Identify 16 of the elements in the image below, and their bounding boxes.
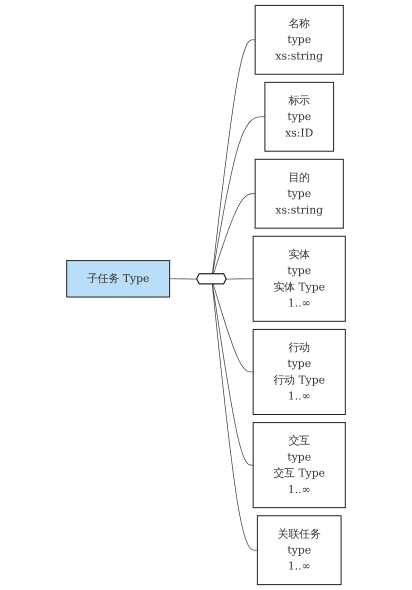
node-box: 目的 type xs:string [254, 158, 344, 229]
connector [212, 284, 254, 372]
node-box: 名称 type xs:string [254, 4, 344, 75]
node-box: 标示 type xs:ID [264, 82, 334, 152]
connector [213, 193, 256, 274]
node-box: 实体 type 实体 Type 1..∞ [252, 236, 346, 322]
node-box: 子任务 Type [66, 260, 170, 298]
connector [212, 284, 258, 550]
connector [212, 284, 254, 466]
connector [212, 40, 256, 274]
node-box: 行动 type 行动 Type 1..∞ [252, 328, 346, 415]
node-box: 交互 type 交互 Type 1..∞ [252, 422, 346, 508]
connector [212, 116, 266, 274]
connector [169, 278, 198, 280]
node-box: 关联任务 type 1..∞ [256, 515, 342, 586]
connector [226, 278, 254, 280]
